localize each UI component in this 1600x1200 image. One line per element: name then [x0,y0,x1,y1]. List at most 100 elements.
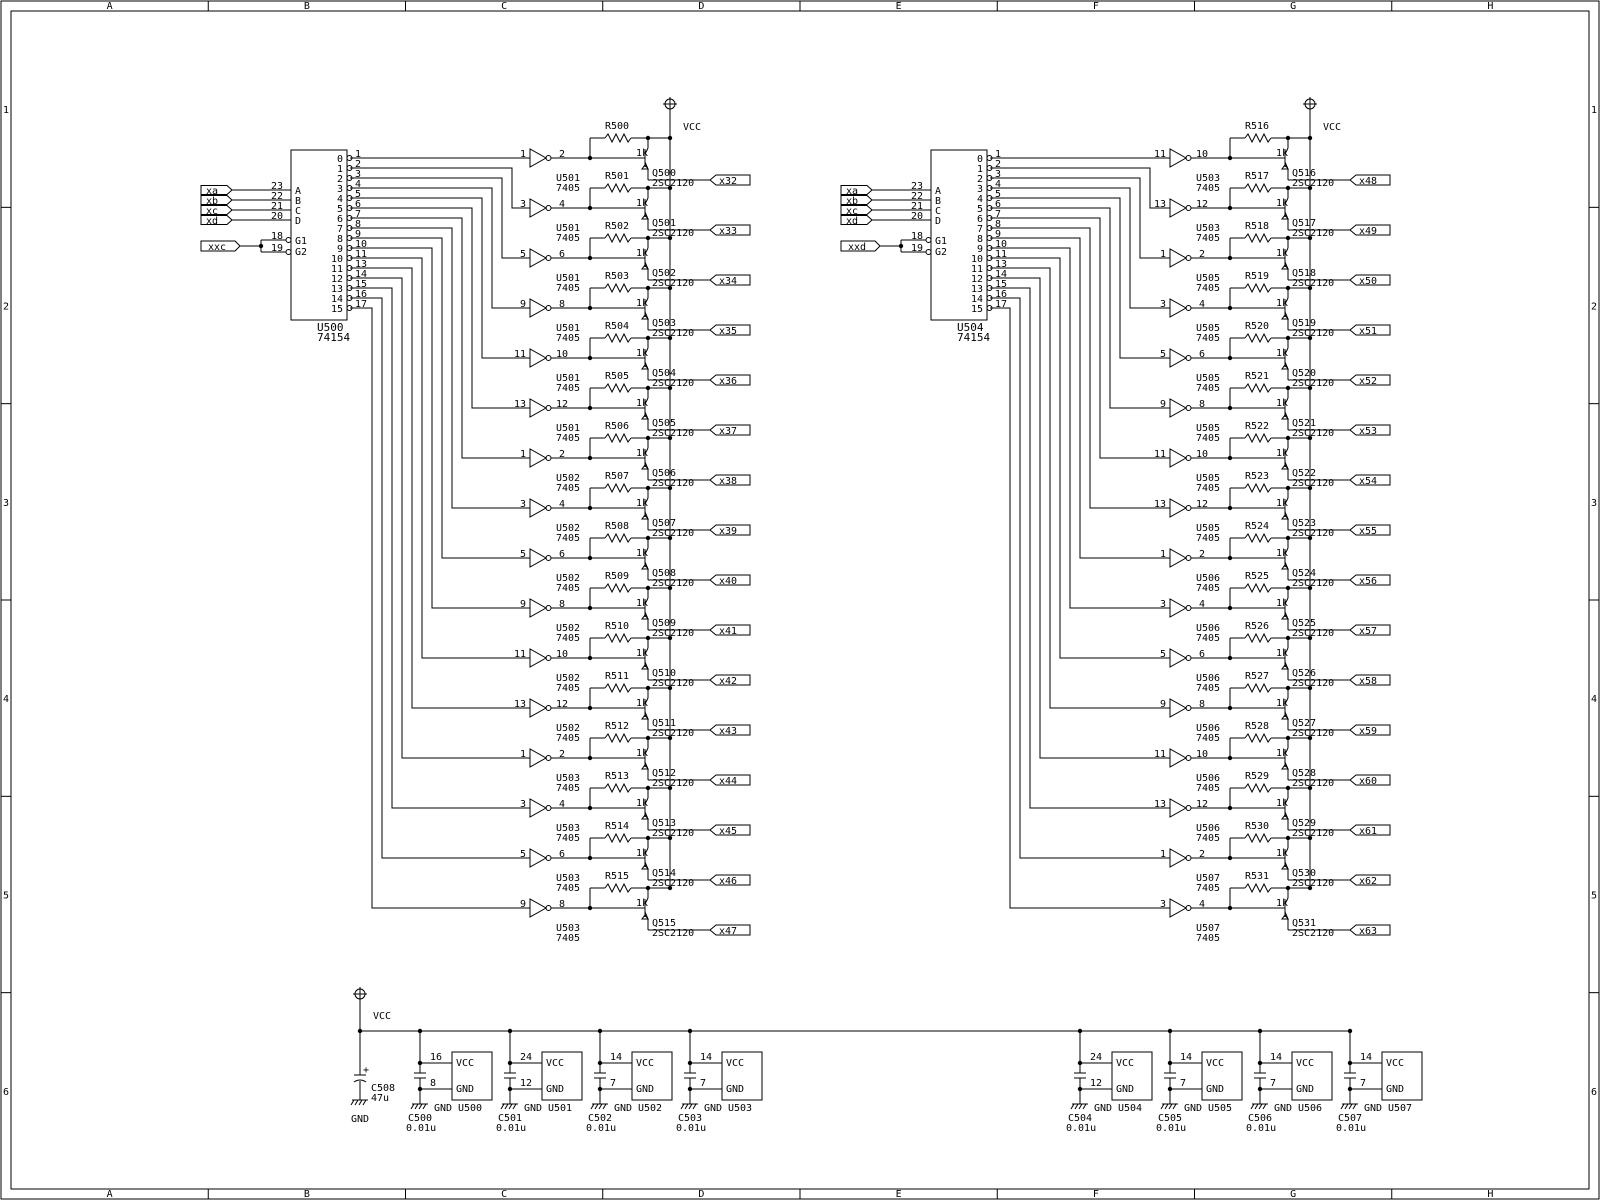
pin-number: 12 [1196,499,1208,510]
zone-col-label: H [1487,1189,1493,1200]
pin-number: 8 [430,1078,436,1089]
transistor-ref: Q507 [652,518,676,529]
junction-dot [1307,535,1313,541]
transistor-part: 2SC2120 [652,228,694,239]
gate-ref: U502 [556,673,580,684]
transistor-part: 2SC2120 [1292,528,1334,539]
transistor-part: 2SC2120 [652,728,694,739]
resistor-value: 1k [1276,398,1288,409]
resistor-value: 1k [636,248,648,259]
pin-name: 0 [977,154,983,165]
zone-col-label: G [1290,1189,1296,1200]
pin-number: 17 [355,299,367,310]
net-port-label: x42 [719,676,737,687]
transistor-collector [1284,297,1289,305]
decoder-output-wire [990,187,1170,309]
transistor-collector [1284,497,1289,505]
resistor-zigzag [1244,632,1272,644]
pin-number: 6 [559,849,565,860]
gate-part: 7405 [556,783,580,794]
resistor-value: 1k [1276,298,1288,309]
pin-number: 8 [1199,699,1205,710]
ground-symbol-hatch [680,1103,685,1110]
pin-name: G1 [935,236,947,247]
net-port-flag [200,205,233,215]
capacitor-value: 0.01u [496,1123,526,1134]
gnd-label: GND [614,1103,632,1114]
pin-number: 9 [1160,699,1166,710]
capacitor-value: 0.01u [1336,1123,1366,1134]
decoder-output-wire [990,237,1170,559]
ic-ref: U500 [458,1103,482,1114]
gate-part: 7405 [556,433,580,444]
pin-number: 13 [355,259,367,270]
pin-number: 8 [559,299,565,310]
net-port-flag [840,205,873,215]
zone-row-label: 4 [3,694,9,705]
net-port-label: x44 [719,776,737,787]
pin-number: 18 [271,231,283,242]
pin-number: 13 [514,399,526,410]
resistor-value: 1k [1276,198,1288,209]
resistor-value: 1k [1276,848,1288,859]
pin-name: 15 [971,304,983,315]
net-port-flag [709,524,751,536]
transistor-collector [644,497,649,505]
resistor-zigzag [604,632,632,644]
net-port-label: xxd [848,242,866,253]
pin-name: 8 [337,234,343,245]
decoder-output-wire [990,227,1170,509]
resistor-ref: R504 [605,321,629,332]
gate-ref: U502 [556,723,580,734]
resistor-zigzag [1244,382,1272,394]
resistor-ref: R517 [1245,171,1269,182]
pin-number: 1 [355,149,361,160]
net-port-flag [200,195,233,205]
transistor-ref: Q503 [652,318,676,329]
net-port-label: x34 [719,276,737,287]
resistor-value: 1k [636,348,648,359]
ground-symbol-hatch [1352,1103,1357,1110]
transistor-ref: Q515 [652,918,676,929]
polarity-mark: + [363,1065,369,1076]
pin-number: 1 [995,149,1001,160]
pin-number: 5 [995,189,1001,200]
pin-name: 11 [331,264,343,275]
gate-ref: U506 [1196,623,1220,634]
pin-number: 4 [1199,599,1205,610]
transistor-emitter-arrow [1281,664,1289,670]
pin-number: 4 [559,799,565,810]
pin-number: 14 [995,269,1007,280]
net-port-label: x54 [1359,476,1377,487]
junction-dot [1307,585,1313,591]
pin-number: 14 [1180,1052,1192,1063]
inverter-buffer [529,798,548,818]
capacitor-ref: C505 [1158,1113,1182,1124]
ground-symbol-hatch [692,1103,697,1110]
net-port-label: xc [846,206,858,217]
zone-row-label: 5 [3,891,9,902]
power-ic-body [1111,1051,1153,1101]
ground-symbol-hatch [500,1103,505,1110]
resistor-ref: R531 [1245,871,1269,882]
transistor-collector [644,247,649,255]
net-port-flag [709,424,751,436]
power-ic-body [541,1051,583,1101]
pin-number: 3 [1160,599,1166,610]
transistor-collector [644,147,649,155]
pin-name: 1 [977,164,983,175]
pin-name: 14 [331,294,343,305]
pin-name: G2 [295,247,307,258]
decoder-output-wire [350,257,530,659]
inverter-buffer [1169,298,1188,318]
net-port-flag [1349,174,1391,186]
power-ic-body [1291,1051,1333,1101]
resistor-ref: R510 [605,621,629,632]
gate-part: 7405 [556,383,580,394]
gate-part: 7405 [1196,383,1220,394]
transistor-collector [1284,397,1289,405]
decoder-output-wire [990,287,1170,809]
inverter-buffer [1169,698,1188,718]
gate-part: 7405 [556,683,580,694]
inverter-buffer [1169,548,1188,568]
